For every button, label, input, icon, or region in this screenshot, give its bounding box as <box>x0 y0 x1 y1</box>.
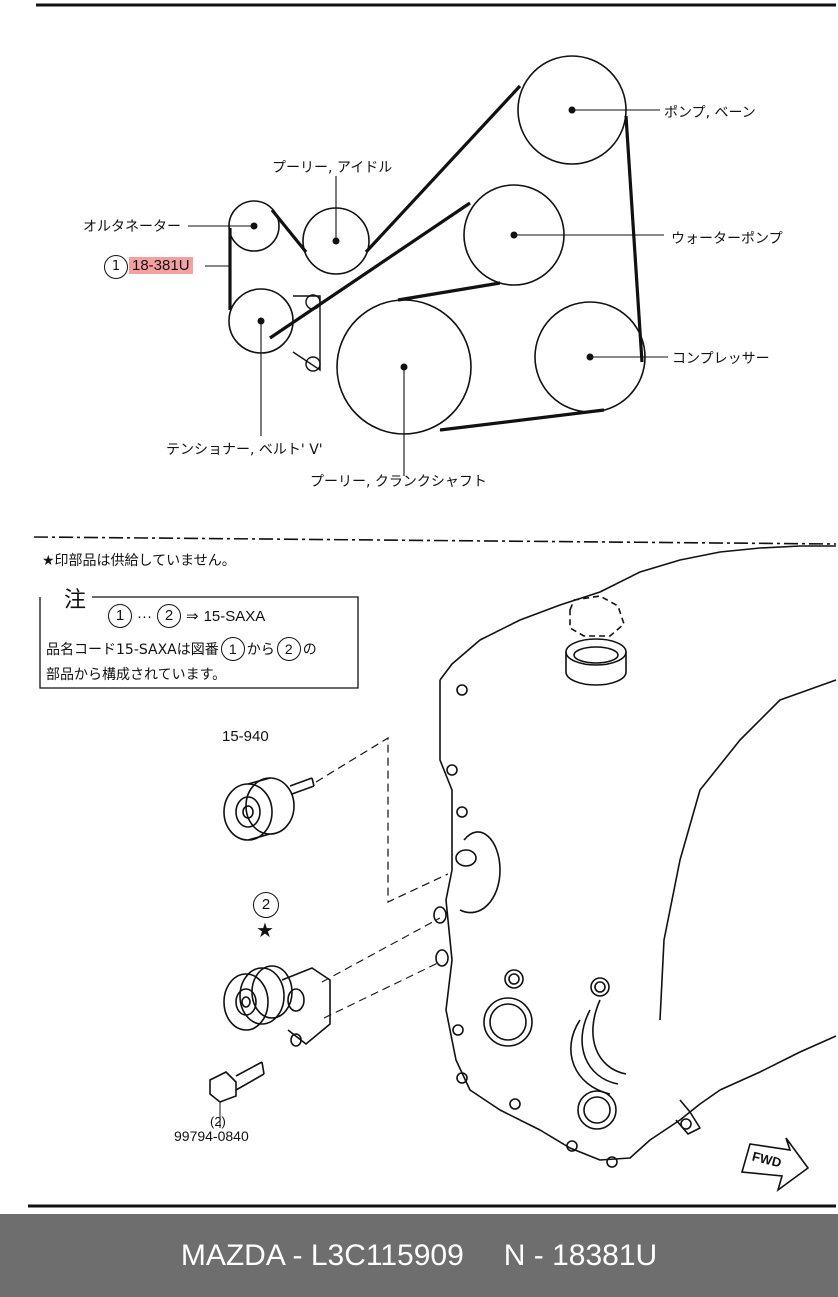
note-arrow: ⇒ <box>186 608 199 625</box>
v-belt <box>228 84 644 432</box>
fwd-arrow-icon <box>740 1137 810 1193</box>
diagram-artwork <box>28 3 837 1208</box>
bolt-quantity: (2) <box>210 1114 226 1129</box>
callout-2: 2 <box>253 892 279 918</box>
note-line-2-circle-2: 2 <box>276 637 301 661</box>
footer-reference: N - 18381U <box>503 1238 658 1272</box>
label-crankshaft-pulley: プーリー, クランクシャフト <box>310 474 487 490</box>
note-kit-code: 15-SAXA <box>203 607 266 625</box>
label-pulley-idler: プーリー, アイドル <box>272 160 393 176</box>
note-circle-2: 2 <box>157 604 181 628</box>
star-icon: ★ <box>256 918 274 942</box>
engine-cover <box>433 545 837 1168</box>
part-number-18-381u[interactable]: 18-381U <box>129 257 193 274</box>
tensioner-assembly <box>223 965 331 1047</box>
part-99794-0840[interactable]: 99794-0840 <box>174 1128 249 1144</box>
note-title: 注 <box>60 582 91 614</box>
label-compressor: コンプレッサー <box>672 351 770 367</box>
note-line-2: 品名コード15-SAXAは図番 1 から 2 の <box>46 637 317 661</box>
note-line-3: 部品から構成されています。 <box>46 667 227 683</box>
label-pump-vane: ポンプ, ベーン <box>664 105 756 121</box>
note-line-2-text-a: 品名コード15-SAXAは図番 <box>46 642 219 658</box>
idler-pulley-15-940 <box>223 777 315 841</box>
note-line-2-text-b: から <box>246 642 275 658</box>
footer-brand-part: MAZDA - L3C115909 <box>180 1238 464 1272</box>
highlighted-part-number[interactable]: 18-381U <box>129 252 193 278</box>
note-line-1: 1 ··· 2 ⇒ 15-SAXA <box>108 604 265 628</box>
part-15-940[interactable]: 15-940 <box>222 728 269 745</box>
callout-1: 1 <box>104 255 128 279</box>
label-alternator: オルタネーター <box>83 219 181 235</box>
label-tensioner: テンショナー, ベルト' V' <box>166 442 323 458</box>
note-circle-1: 1 <box>108 604 132 628</box>
note-box-frame <box>39 596 359 689</box>
note-line-2-text-c: の <box>302 642 317 658</box>
star-note: ★印部品は供給していません。 <box>42 553 236 569</box>
bolt <box>209 1061 265 1103</box>
note-line-2-circle-1: 1 <box>220 637 245 661</box>
label-water-pump: ウォーターポンプ <box>671 231 783 247</box>
footer-bar: MAZDA - L3C115909 N - 18381U <box>0 1214 838 1297</box>
